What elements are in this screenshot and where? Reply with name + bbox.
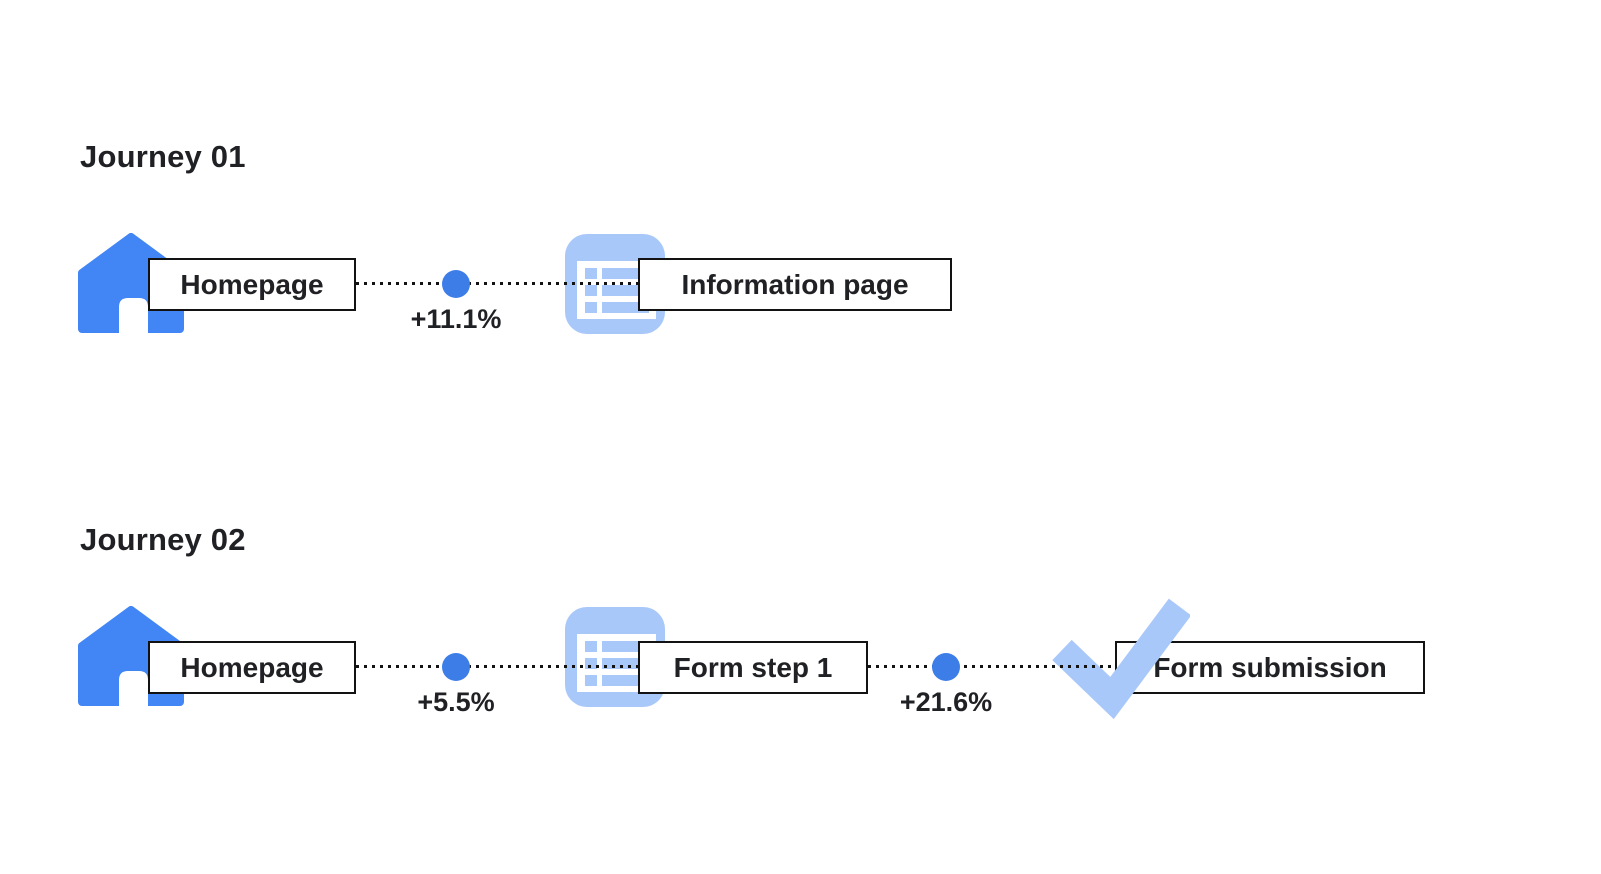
transition-delta: +21.6% <box>899 687 993 717</box>
transition-delta: +11.1% <box>410 304 502 334</box>
node-label-information-page: Information page <box>638 258 952 311</box>
node-label-text: Information page <box>681 268 909 300</box>
node-label-text: Form submission <box>1153 651 1387 683</box>
node-label-form-step-1: Form step 1 <box>638 641 868 694</box>
node-label-form-submission: Form submission <box>1115 641 1425 694</box>
connector-dotted-line <box>356 665 638 668</box>
node-label-text: Form step 1 <box>673 651 833 683</box>
connector-dot <box>442 270 470 298</box>
node-label-homepage: Homepage <box>148 641 356 694</box>
transition-delta: +5.5% <box>417 687 495 717</box>
journey-02-title: Journey 02 <box>80 522 246 557</box>
journey-01-title: Journey 01 <box>80 139 246 174</box>
connector-dotted-line <box>868 665 1115 668</box>
connector-dot <box>932 653 960 681</box>
node-label-text: Homepage <box>180 651 324 683</box>
node-label-homepage: Homepage <box>148 258 356 311</box>
connector-dotted-line <box>356 282 638 285</box>
node-label-text: Homepage <box>180 268 324 300</box>
checkmark-icon <box>1052 598 1190 720</box>
connector-dot <box>442 653 470 681</box>
